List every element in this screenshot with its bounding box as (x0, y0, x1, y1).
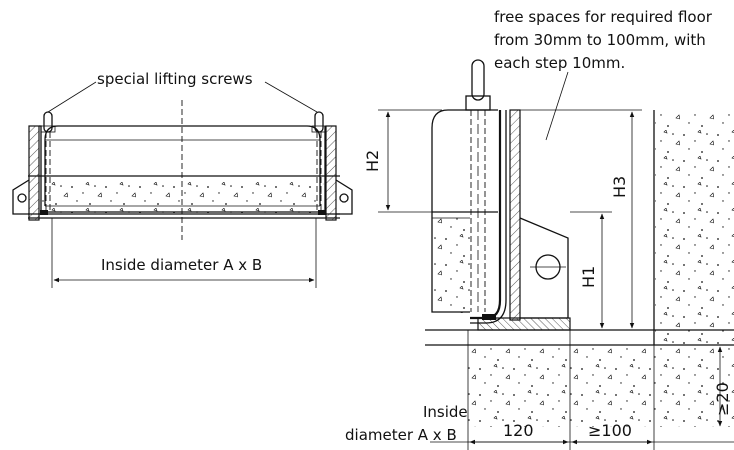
inside-label-right-line1: Inside (423, 403, 468, 421)
seal-right (318, 210, 326, 215)
inside-label-right-line2: diameter A x B (345, 426, 457, 444)
dim-100-label: ≥100 (588, 421, 632, 440)
seal-right-detail (482, 314, 496, 320)
lifting-screw-right (311, 111, 327, 210)
leader-free-spaces (545, 71, 569, 141)
free-spaces-label-line1: free spaces for required floor (494, 8, 713, 26)
h2-label: H2 (363, 150, 382, 172)
concrete-floor (468, 345, 734, 427)
dim-20-label: ≥20 (713, 382, 732, 416)
right-detail-view: free spaces for required floor from 30mm… (345, 8, 734, 450)
lifting-screw-detail (465, 59, 491, 312)
frame-profile-vertical (509, 109, 521, 321)
dim-120-label: 120 (503, 421, 534, 440)
free-spaces-label-line2: from 30mm to 100mm, with (494, 31, 706, 49)
lifting-screws-label: special lifting screws (97, 70, 253, 88)
h3-label: H3 (610, 176, 629, 198)
leader-screw-right (264, 81, 318, 113)
free-spaces-label-line3: each step 10mm. (494, 54, 625, 72)
left-section-view: special lifting screws Inside diameter A… (12, 70, 353, 288)
left-wall-hatched (28, 125, 40, 221)
concrete-infill (42, 180, 324, 213)
concrete-infill-right (432, 218, 470, 313)
leader-screw-left (47, 81, 97, 113)
h1-label: H1 (579, 266, 598, 288)
lifting-screw-left (40, 111, 56, 210)
anchor-bracket (519, 217, 569, 319)
inside-diameter-left-label: Inside diameter A x B (101, 256, 262, 274)
concrete-wall (655, 110, 734, 345)
right-wall-hatched (325, 125, 337, 221)
seal-left (40, 210, 48, 215)
